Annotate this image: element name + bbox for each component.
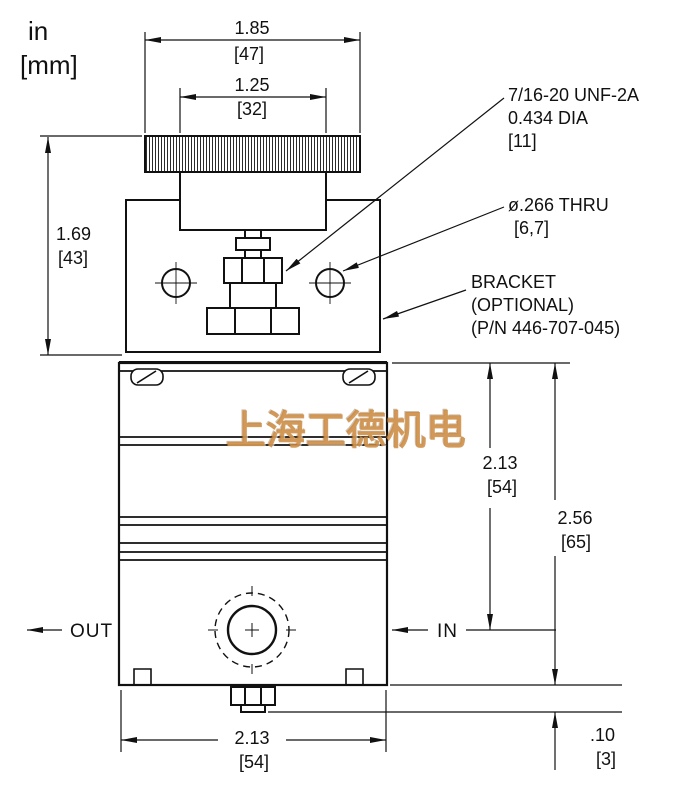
dim-upper-height-mm: [43] [58, 248, 88, 268]
body-seam-lines [119, 370, 387, 561]
dim-body-width-mm: [54] [239, 752, 269, 772]
dim-body-height-mm: [65] [561, 532, 591, 552]
right-extension-lines [268, 362, 622, 713]
dimension-lines [27, 32, 622, 770]
bracket-callout-line3: (P/N 446-707-045) [471, 318, 620, 338]
knob-cap [179, 171, 327, 231]
knurled-band [144, 135, 361, 173]
bracket-callout-line1: BRACKET [471, 272, 556, 292]
top-cap-screws [130, 368, 376, 386]
inlet-outlet-port [208, 586, 296, 674]
valve-body [117, 361, 389, 687]
dim-port-depth-in: 2.13 [482, 453, 517, 473]
port-centermarks [208, 586, 296, 674]
thread-callout-line2: 0.434 DIA [508, 108, 588, 128]
dim-body-width [120, 690, 387, 752]
dim-cap-width-mm: [32] [237, 99, 267, 119]
out-port-label: OUT [70, 621, 113, 642]
dim-body-width-in: 2.13 [234, 728, 269, 748]
bonnet [229, 282, 277, 309]
dim-upper-height [40, 135, 142, 356]
bottom-notches [133, 668, 364, 685]
thread-callout-leader [285, 97, 505, 272]
dim-knob-width-in: 1.85 [234, 18, 269, 38]
units-inch-label: in [28, 16, 48, 46]
adjustment-knob [144, 135, 361, 231]
dim-port-depth-mm: [54] [487, 477, 517, 497]
dim-knob-width [144, 32, 361, 133]
stem-and-nuts [206, 229, 300, 335]
dim-cap-width [179, 88, 327, 133]
hex-nut [206, 307, 300, 335]
drawing-text: in [mm] 1.85 [47] 1.25 [32] 1.69 [43] 7/… [20, 16, 639, 772]
dim-cap-width-in: 1.25 [234, 75, 269, 95]
thread-callout-line1: 7/16-20 UNF-2A [508, 85, 639, 105]
lock-nut [223, 257, 283, 284]
dim-body-height-in: 2.56 [557, 508, 592, 528]
port-bore [226, 604, 278, 656]
hole-callout-leader [342, 206, 505, 272]
dim-upper-height-in: 1.69 [56, 224, 91, 244]
bottom-stub-fitting [230, 686, 276, 713]
dim-knob-width-mm: [47] [234, 44, 264, 64]
bracket-mounting-holes [155, 262, 351, 304]
units-mm-label: [mm] [20, 50, 78, 80]
stem-collar [235, 237, 271, 251]
bracket-callout-line2: (OPTIONAL) [471, 295, 574, 315]
bracket-callout-leader [382, 289, 467, 320]
dim-stub-height-mm: [3] [596, 749, 616, 769]
hole-callout-line1: ø.266 THRU [508, 195, 609, 215]
hole-callout-line2: [6,7] [514, 218, 549, 238]
thread-callout-line3: [11] [508, 131, 537, 151]
in-port-label: IN [437, 621, 458, 642]
dim-stub-height-in: .10 [590, 725, 615, 745]
